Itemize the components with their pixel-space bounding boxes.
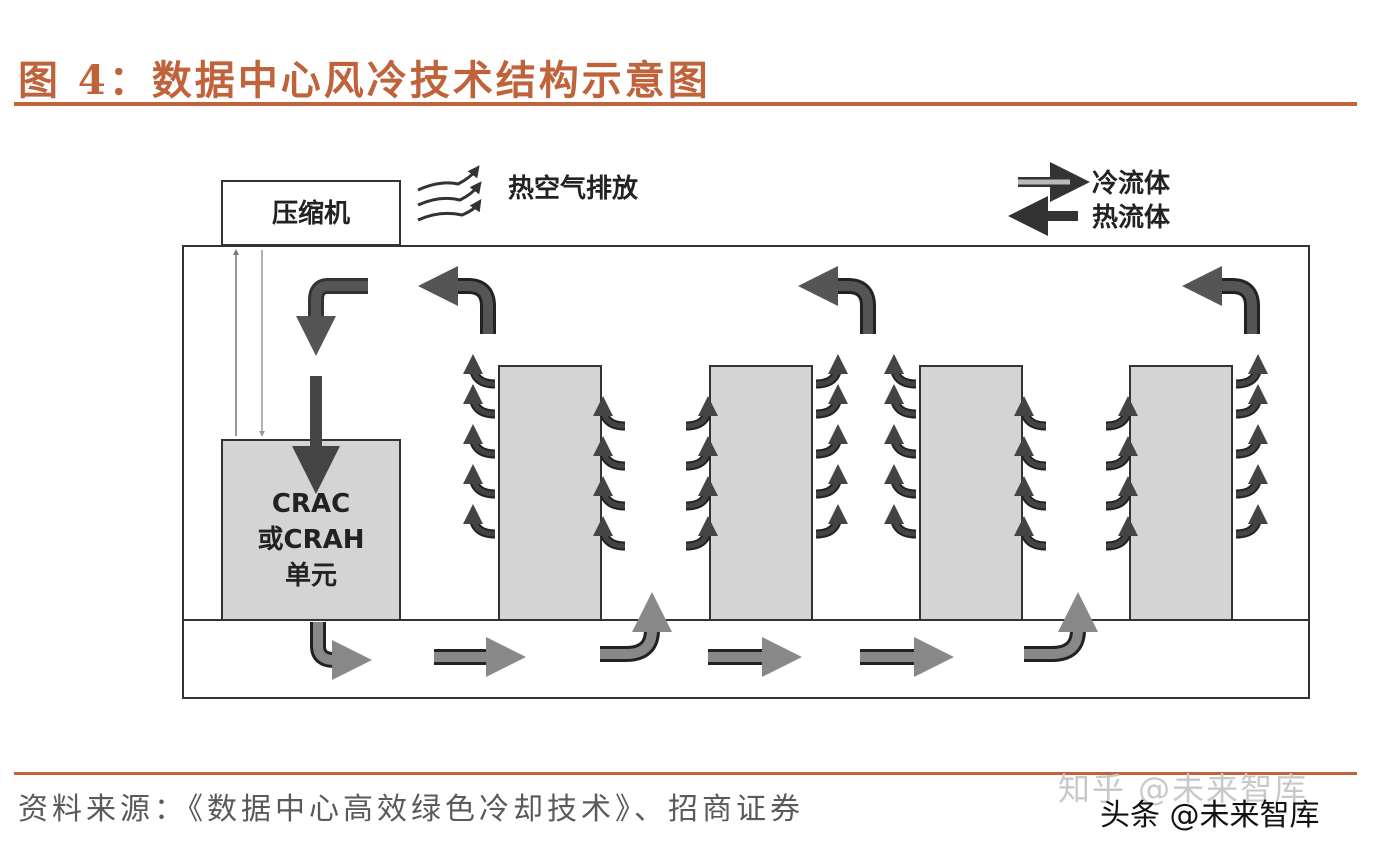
exhaust-icon	[417, 165, 482, 222]
server-rack-2	[685, 354, 848, 621]
intake-arrow	[593, 476, 626, 509]
return-air-arrow-3	[1182, 266, 1257, 334]
rack-body	[1129, 365, 1233, 621]
intake-arrow	[1014, 476, 1047, 509]
intake-arrow	[1014, 516, 1047, 549]
intake-arrow	[685, 436, 718, 469]
hot-air-arrow	[884, 504, 917, 537]
hot-air-arrow	[463, 384, 496, 417]
hot-air-arrow	[1235, 384, 1268, 417]
intake-arrow	[1105, 396, 1138, 429]
crac-label-line2: 或CRAH	[258, 525, 365, 555]
figure-title: 图 4：数据中心风冷技术结构示意图	[18, 57, 711, 104]
return-air-arrow-1	[418, 266, 493, 334]
supply-arrow-crac	[313, 622, 372, 680]
hot-air-arrow	[815, 384, 848, 417]
hot-air-arrow	[1235, 424, 1268, 457]
hot-air-arrow	[884, 384, 917, 417]
exhaust-curl-arrow	[463, 354, 496, 387]
hot-air-arrow	[815, 424, 848, 457]
intake-arrow	[1105, 436, 1138, 469]
intake-arrow	[1105, 516, 1138, 549]
legend-cold-label: 冷流体	[1092, 168, 1171, 199]
intake-arrow	[1014, 436, 1047, 469]
compressor-box	[221, 180, 401, 246]
watermark-zhihu: 知乎 @未来智库	[1058, 770, 1309, 808]
crac-label-line3: 单元	[285, 561, 337, 591]
rack-body	[709, 365, 813, 621]
rack-body	[498, 365, 602, 621]
title-divider	[14, 102, 1357, 106]
hot-air-arrow	[815, 464, 848, 497]
hot-air-exhaust-label: 热空气排放	[508, 173, 639, 204]
intake-arrow	[685, 476, 718, 509]
hot-air-arrow	[1235, 464, 1268, 497]
hot-air-arrow	[463, 504, 496, 537]
exhaust-curl-arrow	[884, 354, 917, 387]
intake-arrow	[593, 516, 626, 549]
crac-label-line1: CRAC	[272, 489, 350, 519]
source-divider	[14, 772, 1357, 775]
source-note: 资料来源：《数据中心高效绿色冷却技术》、招商证券	[18, 792, 804, 827]
legend-hot-label: 热流体	[1092, 203, 1171, 233]
exhaust-curl-arrow	[815, 354, 848, 387]
rack-body	[919, 365, 1023, 621]
rise-arrow-1	[600, 592, 672, 659]
return-air-arrow-2	[798, 266, 873, 334]
rise-arrow-2	[1024, 592, 1098, 659]
hot-air-arrow	[1235, 504, 1268, 537]
intake-arrow	[685, 396, 718, 429]
hot-air-arrow	[815, 504, 848, 537]
server-rack-3	[884, 354, 1047, 621]
watermark-toutiao: 头条 @未来智库	[1100, 798, 1320, 833]
intake-arrow	[1105, 476, 1138, 509]
intake-arrow	[593, 436, 626, 469]
hot-air-arrow	[884, 424, 917, 457]
intake-arrow	[1014, 396, 1047, 429]
server-rack-4	[1105, 354, 1268, 621]
intake-arrow	[685, 516, 718, 549]
compressor-label: 压缩机	[272, 198, 350, 229]
intake-arrow	[593, 396, 626, 429]
exhaust-curl-arrow	[1235, 354, 1268, 387]
server-rack-1	[463, 354, 626, 621]
hot-air-arrow	[463, 464, 496, 497]
hot-air-arrow	[463, 424, 496, 457]
hot-air-arrow	[884, 464, 917, 497]
